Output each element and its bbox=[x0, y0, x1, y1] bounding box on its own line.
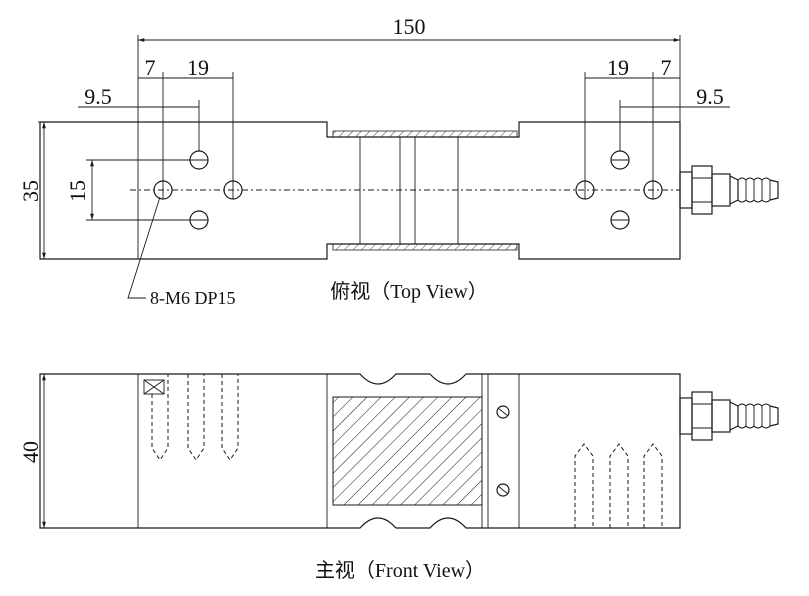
front-view-outline bbox=[39, 373, 681, 529]
front-view: 40 主视（Front View） bbox=[18, 373, 779, 582]
left-holes bbox=[153, 150, 243, 230]
screw-top bbox=[496, 405, 510, 419]
right-tapped-holes bbox=[574, 443, 663, 528]
dim-spacing-15: 15 bbox=[65, 180, 90, 202]
dim-left-offset-7: 7 bbox=[145, 55, 156, 80]
dim-right-spacing-19: 19 bbox=[607, 55, 629, 80]
left-tapped-holes bbox=[143, 374, 239, 461]
top-view-caption: 俯视（Top View） bbox=[330, 280, 488, 303]
top-view-outline bbox=[39, 121, 681, 260]
top-web-hatch bbox=[332, 130, 518, 138]
thread-callout: 8-M6 DP15 bbox=[150, 288, 236, 308]
dim-height-35: 35 bbox=[18, 180, 43, 202]
screw-bottom bbox=[496, 483, 510, 497]
dim-left-9-5: 9.5 bbox=[84, 84, 112, 109]
top-view: 150 7 19 9.5 19 7 9.5 35 15 8-M6 DP15 bbox=[18, 14, 779, 308]
dim-right-9-5: 9.5 bbox=[696, 84, 724, 109]
cable-connector-front bbox=[679, 391, 779, 441]
bottom-web-hatch bbox=[332, 243, 518, 251]
dim-height-40: 40 bbox=[18, 441, 43, 463]
strain-gauge-area bbox=[332, 396, 483, 506]
dim-right-offset-7: 7 bbox=[661, 55, 672, 80]
dim-overall-length: 150 bbox=[393, 14, 426, 39]
front-view-caption: 主视（Front View） bbox=[315, 559, 485, 582]
dim-left-spacing-19: 19 bbox=[187, 55, 209, 80]
cable-connector-top bbox=[679, 165, 779, 215]
